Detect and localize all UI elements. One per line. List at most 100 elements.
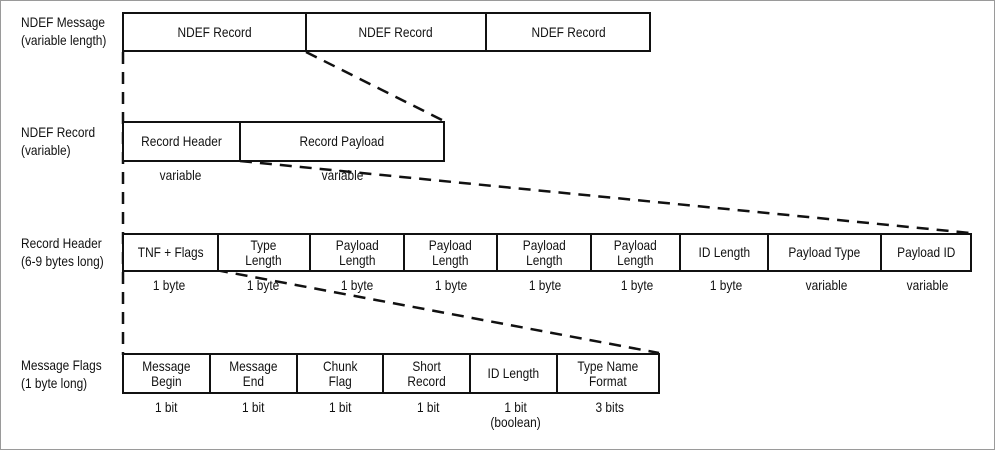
field-size-line: 1 byte [247, 277, 280, 293]
field-cell-label: Payload Type [789, 245, 861, 260]
field-label-line: Length [525, 251, 563, 268]
field-label-line: Short [412, 357, 441, 374]
field-label-line: Type Name [577, 357, 639, 374]
field-label-line: Payload [522, 236, 566, 253]
field-size-line: 1 byte [153, 277, 186, 293]
field-size-line: 3 bits [595, 399, 624, 415]
field-size: variable [122, 168, 240, 183]
field-cell-label: Record Payload [299, 134, 384, 149]
field-cell-label: Payload ID [897, 245, 955, 260]
field-cell: Payload Type [769, 235, 883, 270]
field-label-line: NDEF Record [358, 23, 433, 40]
field-size: 1 byte [122, 278, 217, 293]
field-label-line: Message [229, 357, 278, 374]
header-size-row: 1 byte 1 byte 1 byte 1 byte 1 byte 1 byte 1 by… [122, 278, 972, 293]
field-size: variable [770, 278, 884, 293]
field-size: 1 byte [498, 278, 592, 293]
field-label-line: Length [432, 251, 469, 268]
field-cell: ID Length [681, 235, 769, 270]
header-row-label: Record Header (6-9 bytes long) [21, 234, 104, 270]
field-label-line: TNF + Flags [137, 244, 204, 260]
field-cell: Record Payload [241, 123, 443, 160]
field-label-line: Payload [428, 236, 472, 253]
ndef-message-row: NDEF Record NDEF Record NDEF Record [122, 12, 651, 52]
field-size-line: 1 byte [434, 277, 468, 293]
field-label-line: Payload [614, 236, 658, 253]
field-label-line: NDEF Record [531, 23, 606, 40]
field-label-line: ID Length [698, 244, 750, 260]
record-zoom-line [305, 50, 445, 123]
field-label-line: Format [589, 372, 627, 389]
field-label-line: NDEF Record [177, 23, 252, 40]
field-size-line: variable [907, 277, 949, 293]
ndef-record-row: Record Header Record Payload [122, 121, 445, 162]
field-size-line: 1 bit [504, 399, 527, 415]
field-size: 1 bit [210, 400, 297, 430]
field-label-line: Begin [151, 372, 182, 389]
field-size: 1 bit(boolean) [472, 400, 559, 430]
field-size-line: variable [806, 277, 848, 293]
field-cell: Record Header [124, 123, 241, 160]
field-size: 1 byte [592, 278, 682, 293]
field-size-line: 1 byte [709, 277, 743, 293]
field-size-line: 1 bit [416, 399, 440, 415]
field-cell: ID Length [471, 355, 558, 392]
field-size: 1 byte [310, 278, 404, 293]
field-label-line: Payload Type [788, 244, 861, 260]
field-label-line: Record [407, 372, 446, 389]
field-size-line: 1 byte [528, 277, 562, 293]
field-cell: NDEF Record [124, 14, 307, 50]
field-label-line: Type [250, 236, 277, 253]
row-label-subtitle: (variable length) [21, 32, 107, 48]
field-size: variable [884, 278, 972, 293]
field-label-line: Record Header [140, 133, 222, 149]
flags-row-label: Message Flags (1 byte long) [21, 356, 102, 392]
field-size: 1 byte [682, 278, 770, 293]
field-size: 1 bit [384, 400, 472, 430]
field-label-line: ID Length [487, 365, 540, 381]
field-cell-label: NDEF Record [358, 23, 433, 40]
field-cell-label: TNF + Flags [137, 245, 203, 260]
field-size: 3 bits [559, 400, 660, 430]
row-label-subtitle: (1 byte long) [21, 375, 88, 391]
field-size: 1 byte [217, 278, 310, 293]
field-size-line: 1 bit [329, 399, 352, 415]
field-cell-label: NDEF Record [531, 23, 606, 40]
field-size: 1 bit [122, 400, 210, 430]
field-cell: NDEF Record [487, 14, 649, 50]
field-cell-label: ID Length [488, 366, 540, 381]
field-label-line: Message [142, 357, 191, 374]
field-size: 1 byte [404, 278, 498, 293]
field-size-line: 1 byte [340, 277, 374, 293]
field-size: variable [240, 168, 445, 183]
row-label-subtitle: (6-9 bytes long) [21, 253, 104, 269]
field-cell-label: Record Header [141, 134, 222, 149]
field-cell: Payload ID [882, 235, 970, 270]
record-row-label: NDEF Record (variable) [21, 123, 95, 159]
field-label-line: Length [245, 251, 283, 268]
field-cell-label: ID Length [698, 245, 750, 260]
message-row-label: NDEF Message (variable length) [21, 13, 106, 49]
field-label-line: Flag [328, 372, 352, 389]
field-size-line: 1 bit [154, 399, 178, 415]
